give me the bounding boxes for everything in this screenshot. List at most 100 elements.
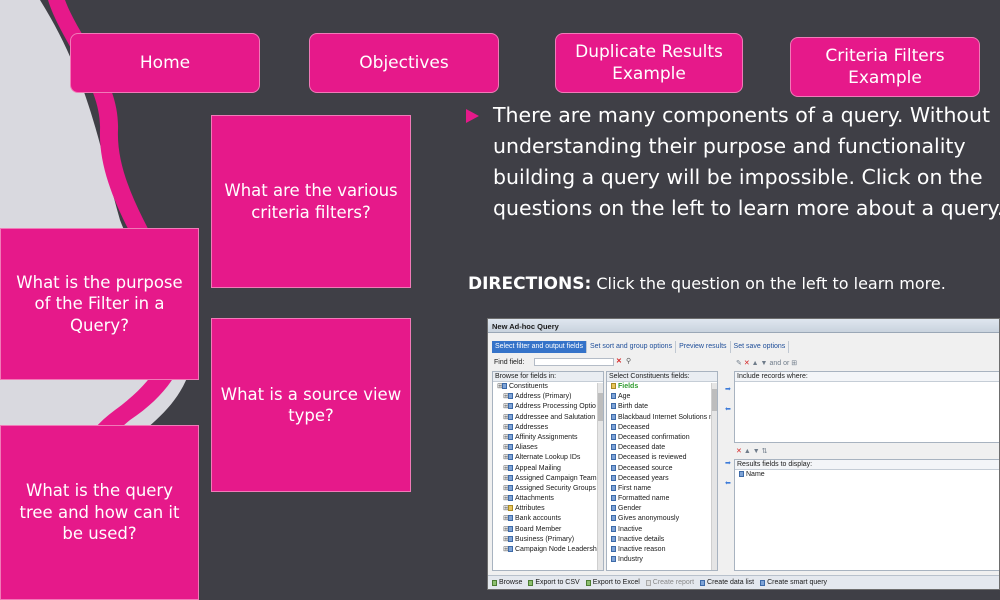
results-down-icon[interactable]: ▼ — [752, 448, 760, 455]
field-icon — [611, 535, 616, 542]
objectives-button[interactable]: Objectives — [309, 33, 499, 93]
filter-edit-icon[interactable]: ✎ — [736, 360, 742, 367]
filter-up-icon[interactable]: ▲ — [751, 360, 759, 367]
tab-save-options[interactable]: Set save options — [731, 341, 790, 353]
remove-output-arrow-icon[interactable]: ⬅ — [725, 480, 731, 487]
tree-row[interactable]: ⊞Constituents — [493, 382, 603, 392]
filter-or-label[interactable]: or — [783, 360, 790, 367]
remove-filter-arrow-icon[interactable]: ⬅ — [725, 406, 731, 413]
tree-row[interactable]: ⊞Address Processing Optio — [493, 402, 603, 412]
tree-row[interactable]: ⊞Business (Primary) — [493, 535, 603, 545]
field-row[interactable]: Gender — [607, 504, 717, 514]
filter-delete-icon[interactable]: ✕ — [743, 360, 750, 367]
create-report-button[interactable]: Create report — [645, 579, 694, 586]
fields-group-row[interactable]: Fields — [607, 382, 717, 392]
add-output-arrow-icon[interactable]: ➡ — [725, 460, 731, 467]
tab-sort-group[interactable]: Set sort and group options — [587, 341, 677, 353]
tree-row[interactable]: ⊞Assigned Campaign Team — [493, 474, 603, 484]
create-smart-query-button[interactable]: Create smart query — [760, 579, 827, 586]
tree-row[interactable]: ⊞Assigned Security Groups — [493, 484, 603, 494]
tree-row[interactable]: ⊞Board Member — [493, 525, 603, 535]
field-row[interactable]: Deceased years — [607, 474, 717, 484]
field-row[interactable]: First name — [607, 484, 717, 494]
results-row[interactable]: Name — [735, 470, 999, 480]
expand-icon[interactable]: ⊞ — [503, 393, 509, 401]
tab-select-filter-output[interactable]: Select filter and output fields — [492, 341, 587, 353]
results-up-icon[interactable]: ▲ — [743, 448, 751, 455]
expand-icon[interactable]: ⊞ — [503, 546, 509, 553]
export-csv-button[interactable]: Export to CSV — [528, 579, 580, 586]
constituent-fields-header: Select Constituents fields: — [607, 372, 717, 382]
field-row[interactable]: Formatted name — [607, 494, 717, 504]
tree-row[interactable]: ⊞Alternate Lookup IDs — [493, 453, 603, 463]
find-field-input[interactable] — [534, 358, 614, 366]
add-filter-arrow-icon[interactable]: ➡ — [725, 386, 731, 393]
filter-group-icon[interactable]: ⊞ — [791, 360, 798, 367]
expand-icon[interactable]: ⊞ — [503, 525, 509, 533]
fields-scrollbar[interactable] — [711, 383, 717, 570]
tree-row[interactable]: ⊞Address (Primary) — [493, 392, 603, 402]
expand-icon[interactable]: ⊞ — [503, 474, 509, 482]
question-criteria-filters[interactable]: What are the various criteria filters? — [211, 115, 411, 288]
home-button-label: Home — [139, 52, 191, 73]
search-options-icon[interactable]: ⚲ — [626, 358, 632, 365]
field-icon — [611, 454, 616, 461]
field-row[interactable]: Inactive — [607, 525, 717, 535]
field-row[interactable]: Deceased — [607, 423, 717, 433]
field-row[interactable]: Birth date — [607, 402, 717, 412]
tree-row[interactable]: ⊞Addressee and Salutation — [493, 413, 603, 423]
export-excel-button[interactable]: Export to Excel — [585, 579, 640, 586]
filter-down-icon[interactable]: ▼ — [760, 360, 768, 367]
field-row[interactable]: Gives anonymously — [607, 514, 717, 524]
tree-row[interactable]: ⊞Addresses — [493, 423, 603, 433]
expand-icon[interactable]: ⊞ — [503, 464, 509, 472]
clear-search-icon[interactable]: ✕ — [616, 358, 622, 365]
triangle-bullet-icon — [466, 109, 479, 123]
expand-icon[interactable]: ⊞ — [503, 413, 509, 421]
field-row[interactable]: Blackbaud Internet Solutions me — [607, 413, 717, 423]
field-row[interactable]: Deceased confirmation — [607, 433, 717, 443]
home-button[interactable]: Home — [70, 33, 260, 93]
tab-preview-results[interactable]: Preview results — [676, 341, 731, 353]
tree-row[interactable]: ⊞Attributes — [493, 504, 603, 514]
question-filter-purpose[interactable]: What is the purpose of the Filter in a Q… — [0, 228, 199, 380]
include-records-pane[interactable]: Include records where: — [734, 371, 999, 443]
field-row[interactable]: Deceased date — [607, 443, 717, 453]
expand-icon[interactable]: ⊞ — [503, 484, 509, 492]
expand-icon[interactable]: ⊞ — [503, 505, 509, 513]
expand-icon[interactable]: ⊞ — [503, 433, 509, 441]
browse-scrollbar[interactable] — [597, 383, 603, 570]
table-icon — [508, 484, 513, 491]
field-row[interactable]: Deceased source — [607, 464, 717, 474]
expand-icon[interactable]: ⊞ — [497, 383, 503, 390]
tree-row[interactable]: ⊞Bank accounts — [493, 514, 603, 524]
field-row[interactable]: Age — [607, 392, 717, 402]
tree-row[interactable]: ⊞Campaign Node Leadersh — [493, 545, 603, 555]
expand-icon[interactable]: ⊞ — [503, 495, 509, 503]
expand-icon[interactable]: ⊞ — [503, 423, 509, 431]
results-sort-icon[interactable]: ⇅ — [761, 448, 768, 455]
field-row[interactable]: Deceased is reviewed — [607, 453, 717, 463]
tree-row[interactable]: ⊞Attachments — [493, 494, 603, 504]
field-row[interactable]: Inactive details — [607, 535, 717, 545]
field-row[interactable]: Inactive reason — [607, 545, 717, 555]
question-source-view-type[interactable]: What is a source view type? — [211, 318, 411, 492]
expand-icon[interactable]: ⊞ — [503, 403, 509, 411]
duplicate-results-example-button[interactable]: Duplicate Results Example — [555, 33, 743, 93]
results-delete-icon[interactable]: ✕ — [736, 448, 742, 455]
expand-icon[interactable]: ⊞ — [503, 454, 509, 462]
create-data-list-button[interactable]: Create data list — [700, 579, 754, 586]
criteria-filters-example-button[interactable]: Criteria Filters Example — [790, 37, 980, 97]
excel-icon — [585, 579, 591, 586]
field-row[interactable]: Industry — [607, 555, 717, 565]
expand-icon[interactable]: ⊞ — [503, 444, 509, 452]
tree-row[interactable]: ⊞Affinity Assignments — [493, 433, 603, 443]
tree-row[interactable]: ⊞Aliases — [493, 443, 603, 453]
filter-and-label[interactable]: and — [769, 360, 782, 367]
tree-row[interactable]: ⊞Appeal Mailing — [493, 464, 603, 474]
browse-button[interactable]: Browse — [492, 579, 522, 586]
expand-icon[interactable]: ⊞ — [503, 535, 509, 543]
field-row-label: Inactive — [618, 525, 643, 533]
question-query-tree[interactable]: What is the query tree and how can it be… — [0, 425, 199, 600]
expand-icon[interactable]: ⊞ — [503, 515, 509, 523]
